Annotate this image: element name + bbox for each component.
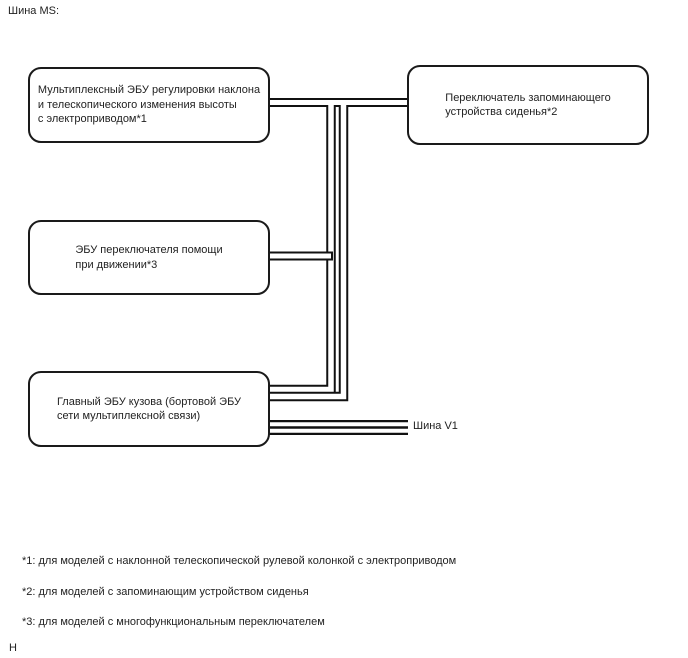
node-label: Мультиплексный ЭБУ регулировки наклона и…	[37, 84, 261, 126]
node-label: ЭБУ переключателя помощи при движении*3	[75, 244, 223, 271]
bus-ms-label: Шина MS:	[8, 5, 60, 17]
ms-bus-branch-inner	[266, 100, 336, 395]
page-marker: Н	[9, 642, 17, 654]
node-tilt-telescopic-ecu: Мультиплексный ЭБУ регулировки наклона и…	[28, 67, 270, 143]
node-label: Переключатель запоминающего устройства с…	[445, 91, 611, 119]
node-assist-switch-ecu: ЭБУ переключателя помощи при движении*3	[28, 220, 270, 295]
node-main-body-ecu: Главный ЭБУ кузова (бортовой ЭБУ сети му…	[28, 371, 270, 447]
ms-bus-branch-outer	[266, 100, 349, 402]
footnote-2: *2: для моделей с запоминающим устройств…	[22, 586, 309, 598]
footnote-3: *3: для моделей с многофункциональным пе…	[22, 616, 325, 628]
node-seat-memory-switch: Переключатель запоминающего устройства с…	[407, 65, 649, 145]
footnote-1: *1: для моделей с наклонной телескопичес…	[22, 555, 457, 567]
node-label: Главный ЭБУ кузова (бортовой ЭБУ сети му…	[56, 395, 242, 423]
bus-v1-label: Шина V1	[413, 420, 458, 432]
